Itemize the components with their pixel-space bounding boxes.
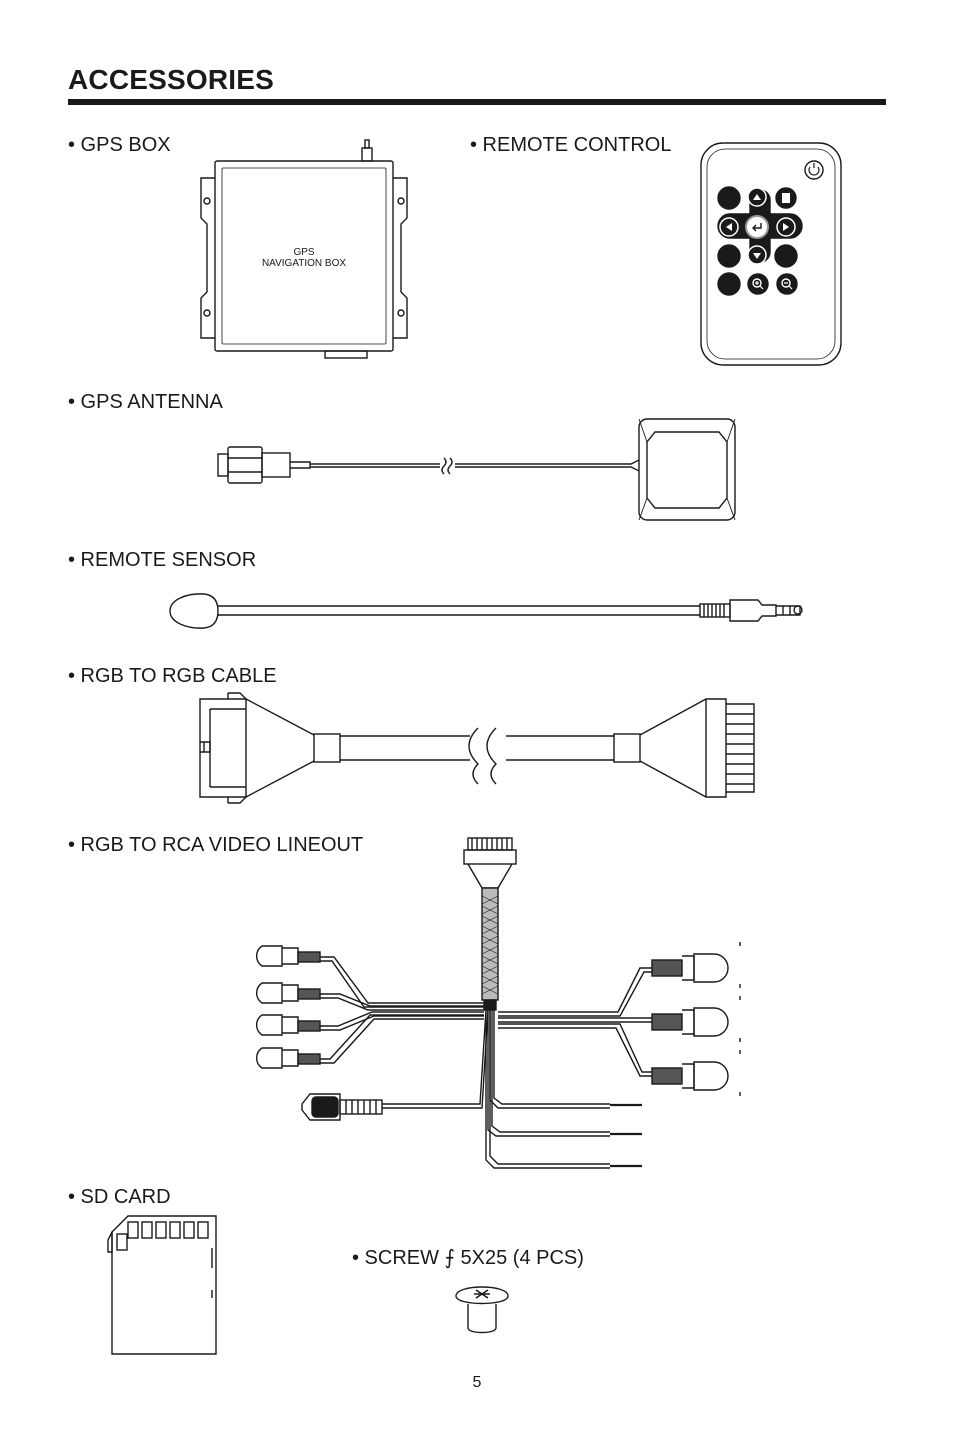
remote-control-illustration [700, 142, 842, 366]
screw-illustration [455, 1286, 509, 1334]
rgb-to-rgb-cable-illustration [199, 692, 755, 804]
down-arrow-icon [753, 253, 761, 259]
label-gps-box: • GPS BOX [68, 134, 171, 156]
label-remote-control: • REMOTE CONTROL [470, 134, 672, 156]
gps-box-print-line1: GPS [293, 247, 314, 258]
label-sd-card: • SD CARD [68, 1186, 171, 1208]
gps-box-print-line2: NAVIGATION BOX [262, 258, 346, 269]
rgb-to-rca-lineout-illustration [256, 837, 741, 1169]
left-arrow-icon [726, 223, 732, 231]
page-number: 5 [472, 1374, 482, 1391]
enter-icon [752, 223, 762, 232]
gps-antenna-illustration [217, 418, 736, 521]
power-icon [808, 163, 820, 176]
remote-sensor-illustration [169, 593, 803, 629]
up-arrow-icon [753, 194, 761, 200]
label-remote-sensor: • REMOTE SENSOR [68, 549, 257, 571]
label-rgb-to-rgb-cable: • RGB TO RGB CABLE [68, 665, 277, 687]
label-screw: • SCREW ⨍ 5X25 (4 PCS) [352, 1247, 584, 1269]
menu-icon [782, 193, 790, 203]
sd-card-illustration [107, 1215, 217, 1355]
label-gps-antenna: • GPS ANTENNA [68, 391, 223, 413]
right-arrow-icon [783, 223, 789, 231]
zoom-out-icon [781, 278, 791, 288]
zoom-in-icon [752, 278, 762, 288]
gps-box-illustration: GPS NAVIGATION BOX [200, 139, 408, 359]
title-rule [68, 99, 886, 105]
page-title: ACCESSORIES [68, 64, 275, 95]
label-rgb-to-rca-lineout: • RGB TO RCA VIDEO LINEOUT [68, 834, 364, 856]
